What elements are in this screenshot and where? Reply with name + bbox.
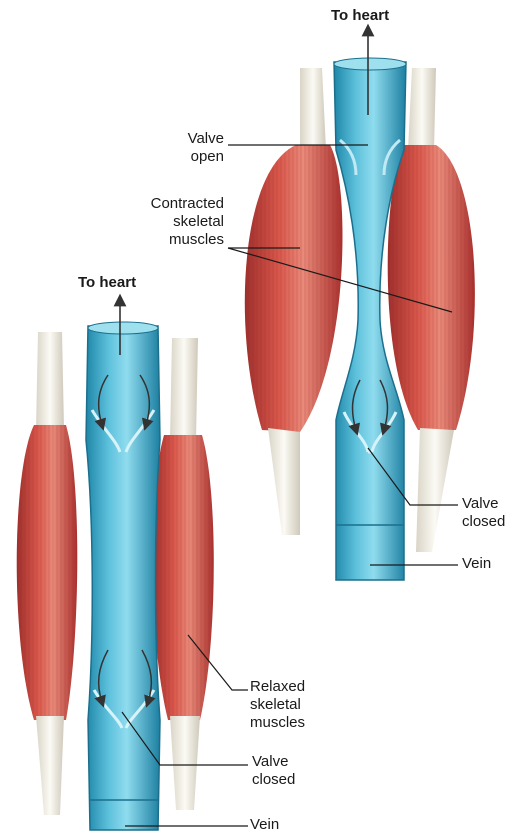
contracted-line-3: muscles [118, 231, 224, 249]
contracted-muscles-label: Contracted skeletal muscles [118, 195, 224, 249]
contracted-line-2: skeletal [118, 213, 224, 231]
valve-closed-top-line-2: closed [462, 513, 505, 531]
relaxed-line-2: skeletal [250, 696, 305, 714]
relaxed-muscles-label: Relaxed skeletal muscles [250, 678, 305, 732]
relaxed-line-3: muscles [250, 714, 305, 732]
to-heart-label-bottom: To heart [78, 274, 136, 292]
relaxed-line-1: Relaxed [250, 678, 305, 696]
bottom-illustration [17, 300, 214, 830]
valve-closed-top-line-1: Valve [462, 495, 505, 513]
valve-open-line-1: Valve [170, 130, 224, 148]
valve-open-label: Valve open [170, 130, 224, 166]
valve-closed-label-bottom: Valve closed [252, 753, 295, 789]
vein-label-bottom: Vein [250, 816, 279, 834]
top-illustration [245, 30, 475, 580]
contracted-muscle-left [245, 68, 343, 535]
valve-closed-bottom-line-1: Valve [252, 753, 295, 771]
valve-open-line-2: open [170, 148, 224, 166]
vein-label-top: Vein [462, 555, 491, 573]
relaxed-muscle-right [152, 338, 213, 810]
valve-closed-label-top: Valve closed [462, 495, 505, 531]
contracted-line-1: Contracted [118, 195, 224, 213]
relaxed-muscle-left [17, 332, 78, 815]
valve-closed-bottom-line-2: closed [252, 771, 295, 789]
to-heart-label-top: To heart [331, 7, 389, 25]
